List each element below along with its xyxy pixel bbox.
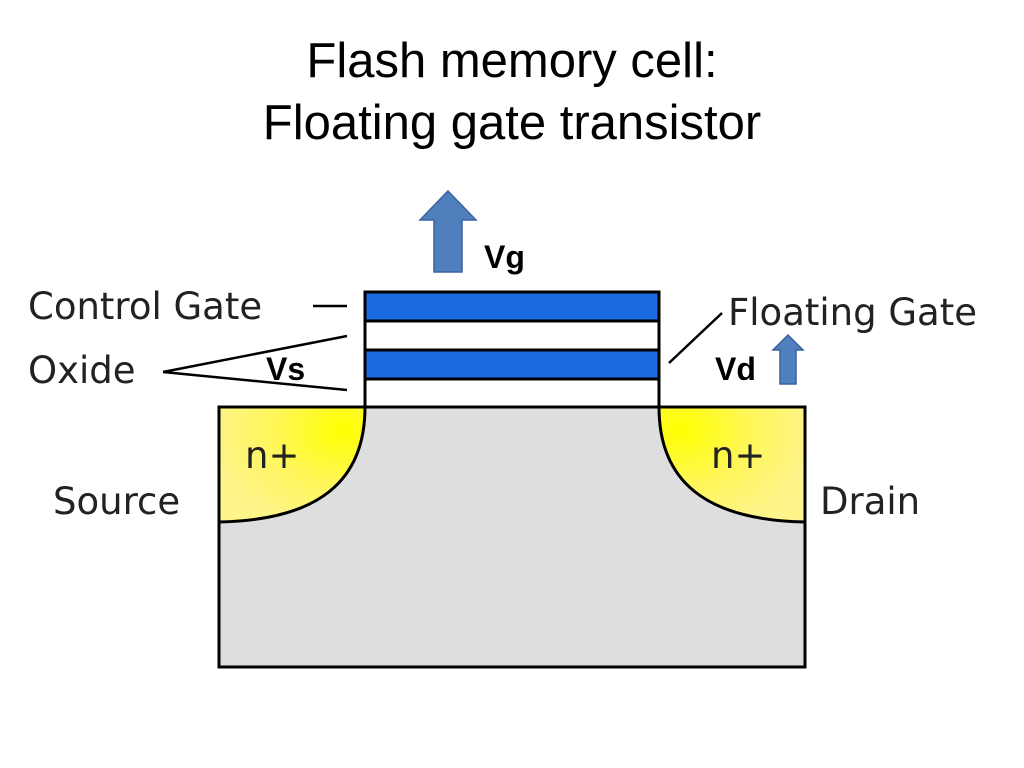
floating-gate-label: Floating Gate	[728, 291, 977, 334]
slide-title: Flash memory cell: Floating gate transis…	[0, 30, 1024, 154]
gate-voltage-label: Vg	[484, 239, 525, 275]
title-line-2: Floating gate transistor	[262, 96, 762, 150]
control-gate-label: Control Gate	[28, 285, 262, 328]
source-doping-label: n+	[245, 434, 299, 477]
control-gate-layer	[363, 290, 661, 323]
drain-doping-label: n+	[711, 434, 765, 477]
title-line-1: Flash memory cell:	[306, 34, 718, 88]
oxide-label: Oxide	[28, 349, 136, 392]
floating-gate-leader	[668, 312, 723, 364]
oxide-leader-lower	[162, 370, 348, 392]
drain-voltage-label: Vd	[715, 351, 756, 387]
source-n-plus-region	[217, 405, 367, 524]
source-label: Source	[53, 480, 180, 523]
top-oxide-layer	[363, 319, 661, 352]
drain-voltage-arrow	[771, 333, 805, 385]
oxide-leader-upper	[162, 334, 348, 374]
bottom-oxide-layer	[363, 377, 661, 409]
drain-n-plus-region	[657, 405, 807, 524]
source-voltage-label: Vs	[266, 351, 305, 387]
floating-gate-layer	[363, 348, 661, 381]
drain-label: Drain	[820, 480, 920, 523]
gate-voltage-arrow	[418, 189, 478, 273]
